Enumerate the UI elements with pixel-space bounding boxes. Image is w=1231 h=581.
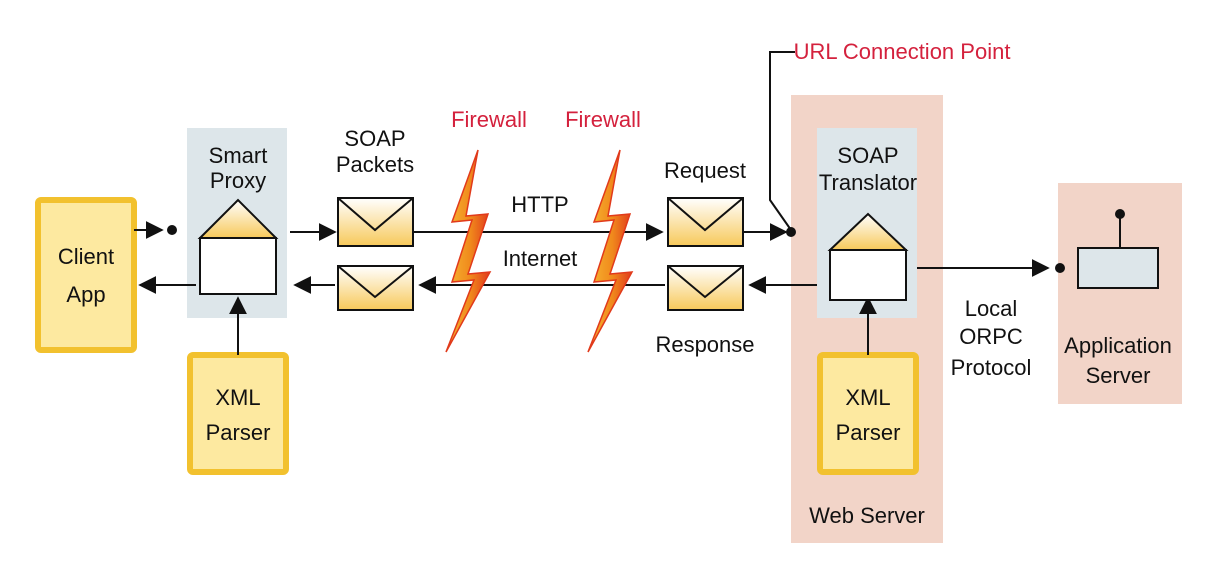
internet-label: Internet: [503, 246, 578, 271]
application-server-label-line2: Server: [1086, 363, 1151, 388]
smart-proxy-label-line1: Smart: [209, 143, 268, 168]
firewall-label-1: Firewall: [451, 107, 527, 132]
xml-parser-left-label-line1: XML: [215, 385, 260, 410]
client-app-box: [35, 197, 137, 353]
url-connection-point-label: URL Connection Point: [794, 39, 1011, 64]
local-orpc-label-line2: ORPC: [959, 324, 1023, 349]
soap-translator-label-line2: Translator: [819, 170, 917, 195]
http-label: HTTP: [511, 192, 568, 217]
response-envelope: [667, 265, 744, 311]
firewall-bolt-1: [445, 149, 492, 353]
smart-proxy-label-line2: Proxy: [210, 168, 266, 193]
request-label: Request: [664, 158, 746, 183]
xml-parser-right-label-line2: Parser: [836, 420, 901, 445]
application-server-label-line1: Application: [1064, 333, 1172, 358]
request-envelope: [667, 197, 744, 247]
local-orpc-label-line1: Local: [965, 296, 1018, 321]
soap-translator-shape: [827, 212, 909, 301]
local-orpc-label-line3: Protocol: [951, 355, 1032, 380]
url-connection-dot: [786, 227, 796, 237]
xml-parser-right-label-line1: XML: [845, 385, 890, 410]
xml-parser-right-box: [817, 352, 919, 475]
app-server-connection-dot: [1055, 263, 1065, 273]
firewall-bolt-2: [587, 149, 634, 353]
client-app-label-line1: Client: [58, 244, 114, 269]
firewall-label-2: Firewall: [565, 107, 641, 132]
app-server-top-dot: [1115, 209, 1125, 219]
xml-parser-left-label-line2: Parser: [206, 420, 271, 445]
soap-packet-envelope-top: [337, 197, 414, 247]
soap-packet-envelope-bottom: [337, 265, 414, 311]
web-server-label: Web Server: [809, 503, 925, 528]
soap-packets-label-line2: Packets: [336, 152, 414, 177]
soap-packets-label-line1: SOAP: [344, 126, 405, 151]
application-server-device: [1077, 247, 1159, 289]
client-app-label-line2: App: [66, 282, 105, 307]
xml-parser-left-box: [187, 352, 289, 475]
smart-proxy-shape: [197, 198, 279, 295]
soap-translator-label-line1: SOAP: [837, 143, 898, 168]
client-connection-dot: [167, 225, 177, 235]
response-label: Response: [655, 332, 754, 357]
